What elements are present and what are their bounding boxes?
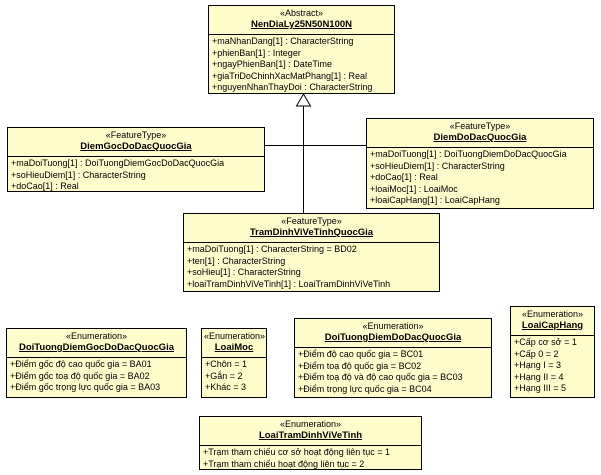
class-attribute: +Điểm toạ độ quốc gia = BC02 — [298, 360, 422, 371]
class-attribute: +soHieuDiem[1] : CharacterString — [370, 160, 505, 171]
class-name: TramDinhViVeTinhQuocGia — [249, 227, 374, 238]
class-stereotype: «FeatureType» — [281, 216, 342, 226]
class-attributes: +maDoiTuong[1] : DoiTuongDiemDoDacQuocGi… — [367, 148, 593, 208]
class-attribute: +Gắn = 2 — [205, 370, 243, 381]
class-attribute: +soHieuDiem[1] : CharacterString — [11, 169, 146, 180]
class-stereotype: «FeatureType» — [449, 121, 511, 131]
class-header: «Abstract»NenDiaLy25N50N100N — [209, 6, 394, 35]
class-header: «Enumeration»DoiTuongDiemDoDacQuocGia — [295, 319, 491, 348]
class-attribute: +loaiMoc[1] : LoaiMoc — [370, 183, 458, 194]
class-attribute: +Điểm gốc độ cao quốc gia = BA01 — [10, 359, 152, 369]
class-attribute: +Hạng II = 4 — [514, 371, 564, 382]
class-tramdinhviveetinhquocgia[interactable]: «FeatureType»TramDinhViVeTinhQuocGia+maD… — [183, 213, 440, 292]
class-attribute: +loaiCapHang[1] : LoaiCapHang — [370, 195, 500, 206]
class-attribute: +Cấp 0 = 2 — [514, 348, 559, 359]
class-attribute: +Điểm gốc trọng lực quốc gia = BA03 — [10, 382, 161, 393]
class-attributes: +Điểm độ cao quốc gia = BC01+Điểm toạ độ… — [295, 348, 491, 396]
enum-loaicaphang[interactable]: «Enumeration»LoaiCapHang+Cấp cơ sở = 1+C… — [510, 306, 595, 398]
class-attributes: +Cấp cơ sở = 1+Cấp 0 = 2+Hạng I = 3+Hạng… — [511, 336, 594, 396]
class-name: LoaiCapHang — [521, 320, 584, 331]
class-diemgocdodacquocgia[interactable]: «FeatureType»DiemGocDoDacQuocGia+maDoiTu… — [7, 127, 265, 192]
class-attribute: +doCao[1] : Real — [11, 181, 79, 192]
class-attribute: +phienBan[1] : Integer — [212, 47, 301, 58]
class-attribute: +maDoiTuong[1] : DoiTuongDiemDoDacQuocGi… — [370, 149, 567, 159]
class-attribute: +maDoiTuong[1] : CharacterString = BD02 — [187, 244, 357, 254]
class-attribute: +nguyenNhanThayDoi : CharacterString — [212, 82, 373, 93]
class-attribute: +giaTriDoChinhXacMatPhang[1] : Real — [212, 70, 367, 81]
class-attribute: +loaiTramDinhViVeTinh[1] : LoaiTramDinhV… — [187, 278, 391, 289]
class-attribute: +Cấp cơ sở = 1 — [514, 337, 577, 347]
class-header: «Enumeration»LoaiCapHang — [511, 307, 594, 336]
class-attribute: +Hạng III = 5 — [514, 383, 567, 394]
class-stereotype: «Enumeration» — [204, 331, 266, 341]
class-header: «Enumeration»DoiTuongDiemGocDoDacQuocGia — [7, 329, 186, 358]
class-stereotype: «Enumeration» — [362, 321, 424, 331]
class-stereotype: «Enumeration» — [279, 419, 342, 429]
class-stereotype: «Enumeration» — [65, 331, 128, 341]
class-name: LoaiMoc — [214, 342, 254, 353]
class-diemdodacquocgia[interactable]: «FeatureType»DiemDoDacQuocGia+maDoiTuong… — [366, 118, 594, 209]
class-attributes: +maDoiTuong[1] : CharacterString = BD02+… — [184, 243, 439, 291]
class-nendialy[interactable]: «Abstract»NenDiaLy25N50N100N+maNhanDang[… — [208, 5, 395, 94]
enum-loaitramdinhviveetinh[interactable]: «Enumeration»LoaiTramDinhViVeTinh+Trạm t… — [199, 416, 422, 470]
class-attribute: +maDoiTuong[1] : DoiTuongDiemGocDoDacQuo… — [11, 158, 225, 168]
class-attribute: +Hạng I = 3 — [514, 360, 562, 371]
enum-loaimoc[interactable]: «Enumeration»LoaiMoc+Chôn = 1+Gắn = 2+Kh… — [201, 328, 267, 398]
class-name: DiemGocDoDacQuocGia — [80, 141, 192, 152]
class-attribute: +Điểm độ cao quốc gia = BC01 — [298, 349, 424, 359]
class-attribute: +Điểm trọng lực quốc gia = BC04 — [298, 383, 432, 394]
class-header: «FeatureType»DiemGocDoDacQuocGia — [8, 128, 264, 157]
class-name: DoiTuongDiemGocDoDacQuocGia — [18, 342, 174, 353]
class-attribute: +soHieu[1] : CharacterString — [187, 267, 301, 278]
class-attribute: +ngayPhienBan[1] : DateTime — [212, 59, 332, 70]
class-attribute: +Trạm tham chiếu hoạt động liên tục = 2 — [203, 458, 365, 469]
class-attribute: +ten[1] : CharacterString — [187, 255, 286, 266]
class-name: LoaiTramDinhViVeTinh — [258, 430, 363, 441]
class-header: «Enumeration»LoaiMoc — [202, 329, 266, 358]
class-attributes: +Chôn = 1+Gắn = 2+Khác = 3 — [202, 358, 266, 395]
class-attributes: +Trạm tham chiếu cơ sở hoạt động liên tụ… — [200, 446, 421, 471]
class-name: DiemDoDacQuocGia — [433, 132, 527, 143]
class-attribute: +Trạm tham chiếu cơ sở hoạt động liên tụ… — [203, 447, 391, 457]
generalization-arrowhead — [295, 93, 312, 107]
class-stereotype: «Abstract» — [279, 8, 324, 18]
class-name: NenDiaLy25N50N100N — [250, 19, 353, 30]
class-header: «FeatureType»TramDinhViVeTinhQuocGia — [184, 214, 439, 243]
class-header: «FeatureType»DiemDoDacQuocGia — [367, 119, 593, 148]
enum-doituongdiemgoc[interactable]: «Enumeration»DoiTuongDiemGocDoDacQuocGia… — [6, 328, 187, 398]
class-stereotype: «FeatureType» — [105, 130, 167, 140]
class-attribute: +Điểm toạ độ và độ cao quốc gia = BC03 — [298, 372, 463, 383]
class-attributes: +Điểm gốc độ cao quốc gia = BA01+Điểm gố… — [7, 358, 186, 395]
class-attributes: +maNhanDang[1] : CharacterString+phienBa… — [209, 35, 394, 95]
class-header: «Enumeration»LoaiTramDinhViVeTinh — [200, 417, 421, 446]
class-attributes: +maDoiTuong[1] : DoiTuongDiemGocDoDacQuo… — [8, 157, 264, 194]
class-stereotype: «Enumeration» — [521, 309, 584, 319]
class-attribute: +Khác = 3 — [205, 382, 247, 393]
class-attribute: +doCao[1] : Real — [370, 172, 438, 183]
class-name: DoiTuongDiemDoDacQuocGia — [324, 332, 462, 343]
class-attribute: +maNhanDang[1] : CharacterString — [212, 36, 354, 46]
class-attribute: +Chôn = 1 — [205, 359, 248, 369]
class-attribute: +Điểm gốc toạ độ quốc gia = BA02 — [10, 370, 150, 381]
enum-doituongdiemdodac[interactable]: «Enumeration»DoiTuongDiemDoDacQuocGia+Đi… — [294, 318, 492, 398]
